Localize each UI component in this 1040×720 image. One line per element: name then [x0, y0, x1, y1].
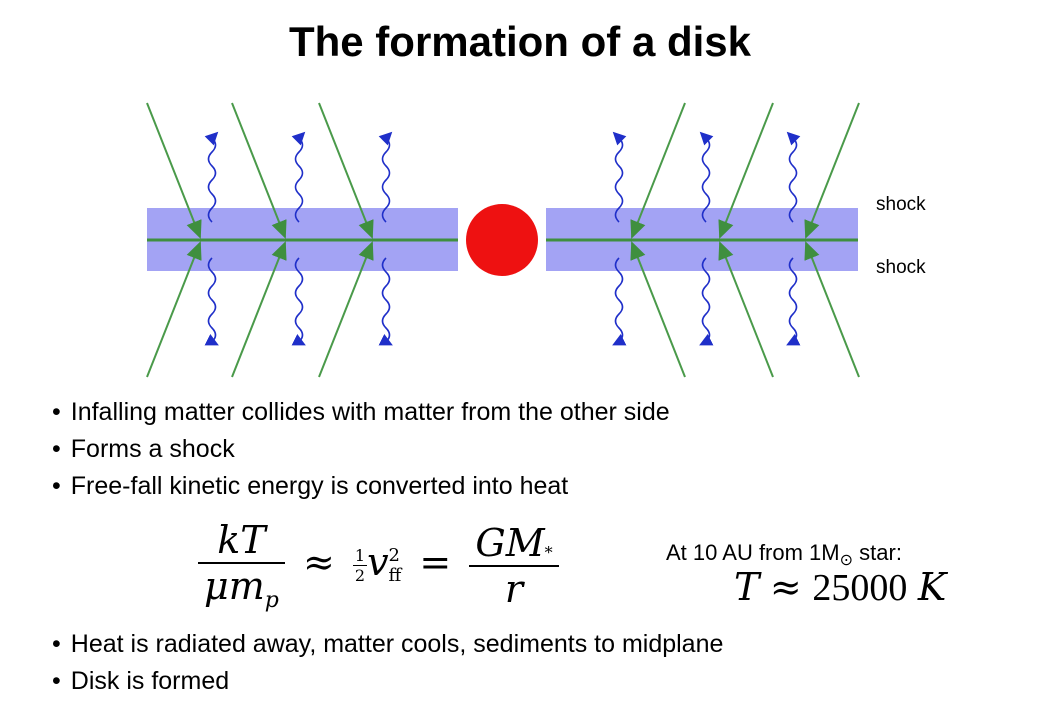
- eq-half-den: 2: [354, 566, 366, 585]
- eq-approx: ≈: [302, 540, 335, 584]
- radiation-arrow-down: [378, 257, 393, 346]
- eq-m-sub: p: [264, 588, 279, 613]
- infall-line: [630, 241, 686, 378]
- radiation-arrow-down: [786, 257, 801, 346]
- eq-mu: μ: [204, 564, 229, 608]
- eq-rhs-fraction: GM* r: [469, 520, 559, 611]
- eq-v: v: [367, 540, 389, 584]
- radiation-arrow-up: [291, 131, 306, 223]
- eq-lhs-fraction: kT μmp: [198, 518, 285, 613]
- page-title: The formation of a disk: [288, 18, 752, 65]
- radiation-arrow-down: [699, 257, 714, 346]
- sun-symbol-icon: ⊙: [839, 552, 854, 569]
- infall-line: [318, 241, 374, 378]
- shock-label-bottom: shock: [876, 257, 926, 278]
- temp-value: 25000: [812, 567, 908, 609]
- eq-equals: =: [419, 540, 452, 584]
- central-star: [466, 204, 538, 276]
- bullet-list-top: Infalling matter collides with matter fr…: [52, 394, 670, 505]
- eq-half: 1 2: [352, 546, 368, 585]
- bullet-item: Heat is radiated away, matter cools, sed…: [52, 626, 724, 663]
- star-note: At 10 AU from 1M⊙ star:: [666, 540, 902, 570]
- radiation-arrows: [204, 131, 801, 346]
- radiation-arrow-up: [204, 131, 219, 223]
- star-note-suffix: star:: [853, 540, 902, 565]
- eq-star-sub: *: [544, 542, 553, 562]
- eq-lhs-den: μmp: [198, 564, 285, 613]
- radiation-arrow-up: [612, 131, 627, 223]
- shock-label-top: shock: [876, 194, 926, 215]
- bullet-item: Free-fall kinetic energy is converted in…: [52, 468, 670, 505]
- infall-line: [146, 241, 202, 378]
- radiation-arrow-down: [612, 257, 627, 346]
- infall-line: [718, 241, 774, 378]
- eq-half-num: 1: [352, 546, 368, 566]
- eq-rhs-den: r: [504, 566, 524, 611]
- temp-unit: K: [917, 565, 947, 609]
- radiation-arrow-down: [204, 257, 219, 346]
- temp-T: T: [734, 565, 760, 609]
- infall-line: [630, 102, 686, 239]
- bullet-item: Infalling matter collides with matter fr…: [52, 394, 670, 431]
- radiation-arrow-up: [699, 131, 714, 223]
- bullet-item: Disk is formed: [52, 663, 723, 700]
- bullet-item: Forms a shock: [52, 431, 670, 468]
- infall-line: [318, 102, 374, 239]
- infall-lines: [146, 102, 860, 378]
- infall-line: [718, 102, 774, 239]
- temperature-estimate: T ≈ 25000 K: [734, 565, 946, 610]
- infall-line: [804, 241, 860, 378]
- eq-m: m: [228, 564, 265, 608]
- bullet-list-bottom: Heat is radiated away, matter cools, sed…: [52, 626, 724, 700]
- eq-gm: GM: [475, 520, 545, 565]
- star-note-prefix: At 10 AU from 1M: [666, 540, 840, 565]
- infall-line: [146, 102, 202, 239]
- infall-line: [804, 102, 860, 239]
- infall-line: [231, 241, 287, 378]
- radiation-arrow-up: [786, 131, 801, 223]
- eq-v-sup: 2: [388, 544, 400, 566]
- eq-rhs-num: GM*: [469, 520, 559, 567]
- radiation-arrow-up: [378, 131, 393, 223]
- eq-v-sub: ff: [388, 564, 402, 586]
- eq-lhs-num: kT: [198, 518, 285, 564]
- temp-approx: ≈: [769, 565, 802, 609]
- infall-line: [231, 102, 287, 239]
- radiation-arrow-down: [291, 257, 306, 346]
